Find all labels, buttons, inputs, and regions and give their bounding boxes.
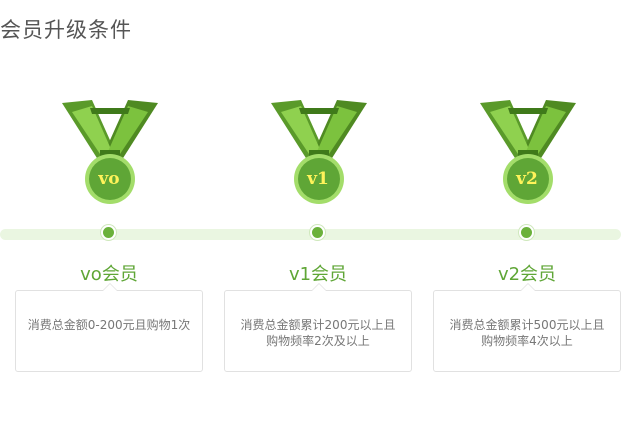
condition-box: 消费总金额累计200元以上且购物频率2次及以上 (224, 283, 412, 372)
level-v2: v2 v2会员 消费总金额累计500元以上且购物频率4次以上 (433, 0, 621, 430)
level-name: vo会员 (80, 264, 138, 285)
timeline-dot (101, 225, 116, 240)
level-name: v2会员 (497, 264, 557, 285)
page-title: 会员升级条件 (0, 18, 132, 42)
condition-box: 消费总金额0-200元且购物1次 (15, 283, 203, 372)
medal-icon (271, 100, 367, 204)
medal-label: vo (98, 169, 120, 189)
level-vo: vo vo会员 消费总金额0-200元且购物1次 (15, 0, 203, 430)
medal-icon (62, 100, 158, 204)
level-name: v1会员 (288, 264, 348, 285)
condition-text: 消费总金额累计500元以上且购物频率4次以上 (449, 318, 605, 348)
level-v1: v1 v1会员 消费总金额累计200元以上且购物频率2次及以上 (224, 0, 412, 430)
timeline-dot (310, 225, 325, 240)
condition-text: 消费总金额累计200元以上且购物频率2次及以上 (240, 318, 396, 348)
medal-icon (480, 100, 576, 204)
condition-box: 消费总金额累计500元以上且购物频率4次以上 (433, 283, 621, 372)
condition-text: 消费总金额0-200元且购物1次 (27, 318, 191, 332)
timeline-dot (519, 225, 534, 240)
medal-label: v1 (307, 169, 329, 189)
medal-label: v2 (516, 169, 538, 189)
